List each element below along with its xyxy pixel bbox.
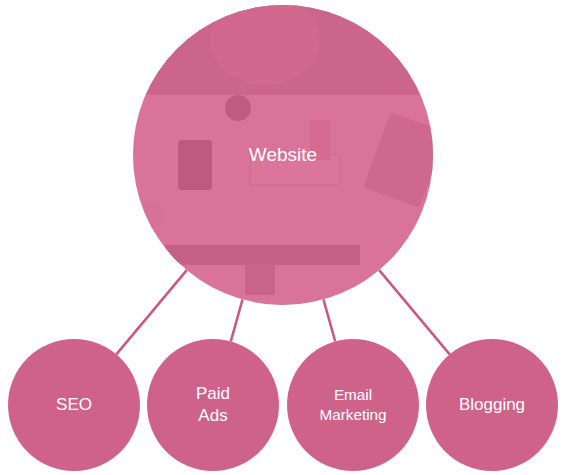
hub-circle: Website [133, 5, 433, 305]
node-label: Website [249, 143, 317, 168]
connector-line [379, 270, 449, 354]
channel-circle: Blogging [426, 339, 558, 471]
channel-circle: Email Marketing [287, 339, 419, 471]
circle-shape [147, 339, 279, 471]
connector-line [116, 270, 186, 354]
node-label: SEO [56, 394, 92, 416]
node-label: Blogging [459, 394, 525, 416]
channel-circle: Paid Ads [147, 339, 279, 471]
node-label: Paid Ads [188, 383, 238, 427]
node-label: Email Marketing [303, 385, 403, 425]
connector-line [323, 299, 335, 341]
connector-line [231, 299, 243, 341]
circle-shape [287, 339, 419, 471]
channel-circle: SEO [8, 339, 140, 471]
